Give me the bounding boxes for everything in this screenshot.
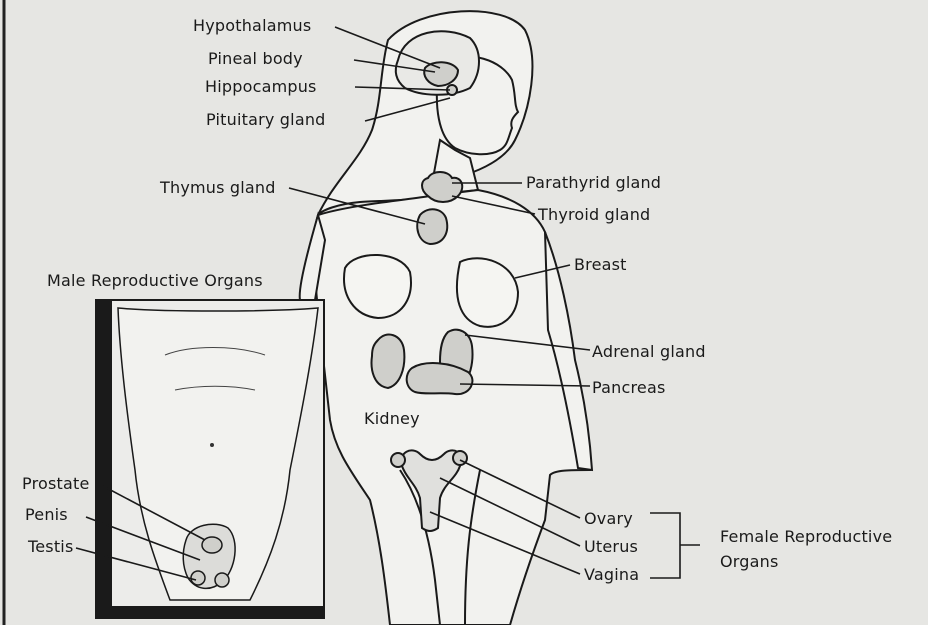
female-figure (300, 11, 592, 625)
label-adrenal-gland: Adrenal gland (592, 343, 706, 361)
label-pineal-body: Pineal body (208, 50, 303, 68)
thymus (417, 209, 447, 244)
label-hippocampus: Hippocampus (205, 78, 317, 96)
label-thymus-gland: Thymus gland (160, 179, 276, 197)
bracket-female (650, 513, 700, 578)
label-penis: Penis (25, 506, 68, 524)
label-breast: Breast (574, 256, 627, 274)
male-inset (96, 300, 324, 618)
label-pituitary-gland: Pituitary gland (206, 111, 326, 129)
label-hypothalamus: Hypothalamus (193, 17, 311, 35)
label-vagina: Vagina (584, 566, 639, 584)
label-uterus: Uterus (584, 538, 638, 556)
label-testis: Testis (28, 538, 74, 556)
brain (396, 31, 479, 95)
label-ovary: Ovary (584, 510, 633, 528)
label-female-reproductive-line2: Organs (720, 553, 779, 571)
label-male-reproductive-organs: Male Reproductive Organs (47, 272, 263, 290)
label-prostate: Prostate (22, 475, 90, 493)
label-parathyrid-gland: Parathyrid gland (526, 174, 661, 192)
left-kidney (372, 335, 405, 388)
label-female-reproductive-line1: Female Reproductive (720, 528, 892, 546)
label-pancreas: Pancreas (592, 379, 665, 397)
label-kidney: Kidney (364, 410, 420, 428)
left-ovary (391, 453, 405, 467)
label-thyroid-gland: Thyroid gland (538, 206, 650, 224)
